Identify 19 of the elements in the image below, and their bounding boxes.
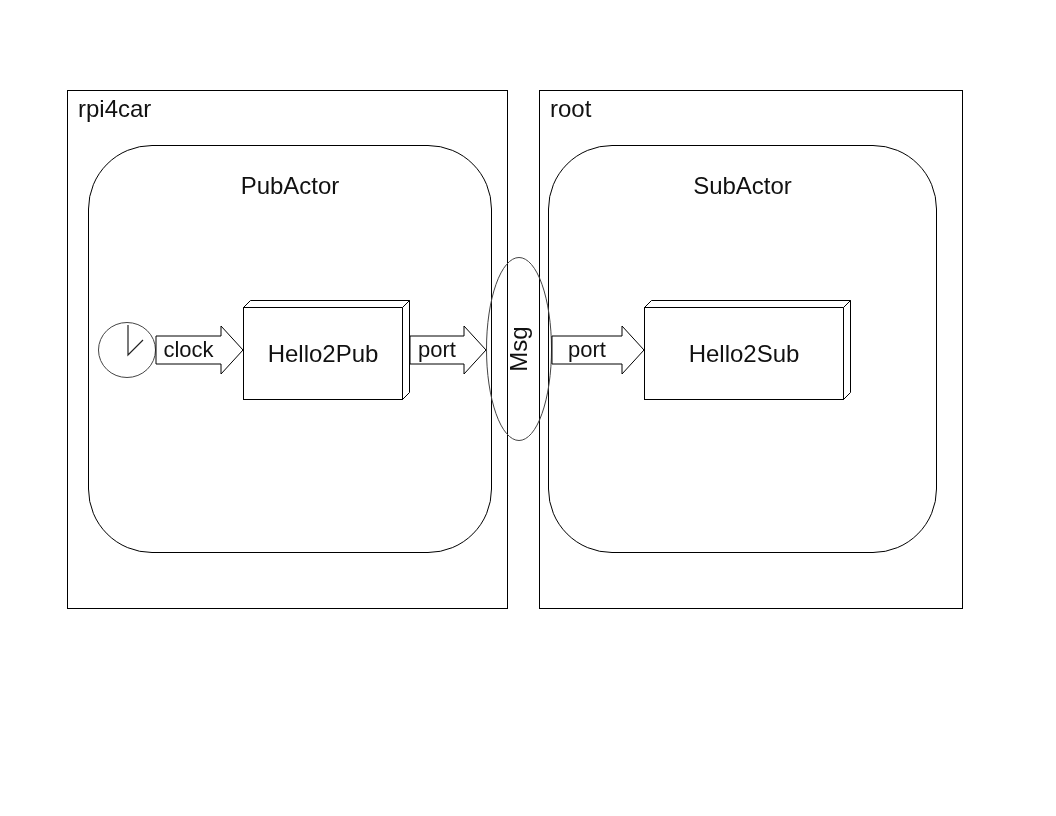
edge-label: port xyxy=(418,338,456,362)
block-arrow xyxy=(409,325,487,375)
frame-title: rpi4car xyxy=(78,95,152,123)
frame-title: root xyxy=(550,95,592,123)
block-arrow xyxy=(155,325,244,375)
container-frame xyxy=(539,90,963,609)
node-label: Hello2Pub xyxy=(267,339,379,368)
edge-label: port xyxy=(568,338,606,362)
actor-panel xyxy=(548,145,937,553)
actor-panel xyxy=(88,145,492,553)
panel-title: PubActor xyxy=(240,172,340,200)
clock-icon xyxy=(98,322,156,378)
container-frame xyxy=(67,90,508,609)
message-ellipse xyxy=(486,257,552,441)
panel-title: SubActor xyxy=(693,172,792,200)
node-label: Hello2Sub xyxy=(688,339,800,368)
edge-label: clock xyxy=(163,338,214,362)
node-label: Msg xyxy=(505,326,533,372)
block-arrow xyxy=(551,325,645,375)
